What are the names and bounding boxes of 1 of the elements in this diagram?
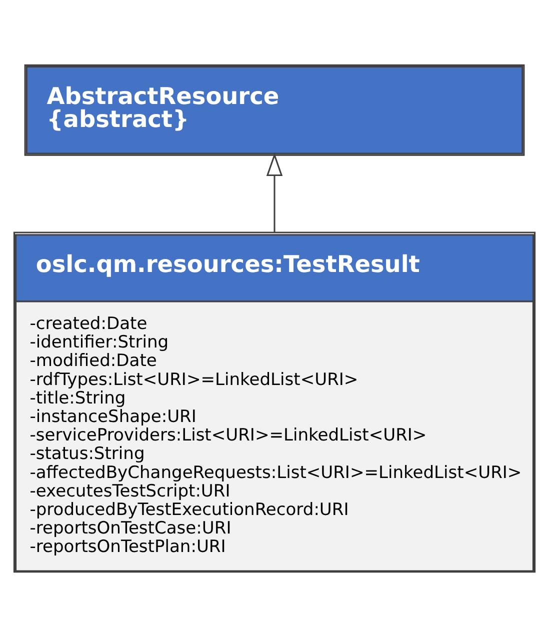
- arrow: [266, 152, 283, 232]
